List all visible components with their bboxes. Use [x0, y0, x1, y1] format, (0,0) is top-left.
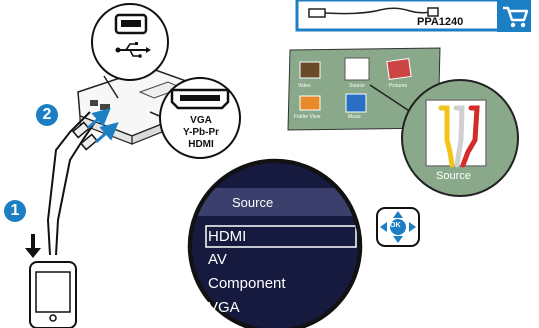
smartphone-icon — [29, 261, 77, 328]
connector-label-vga: VGA — [190, 115, 212, 126]
source-menu-item-vga[interactable]: VGA — [208, 299, 240, 316]
pictures-app-icon — [386, 57, 412, 81]
video-connector-bubble — [149, 77, 241, 159]
accessory-code: PPA1240 — [417, 16, 464, 28]
source-menu-title: Source — [232, 195, 274, 210]
usb-icon — [114, 13, 151, 58]
source-zoom-label: Source — [436, 170, 471, 182]
step-1-badge: 1 — [4, 200, 26, 222]
home-label-video: Video — [298, 83, 311, 89]
video-app-icon — [299, 61, 321, 79]
home-label-source: Source — [349, 83, 365, 89]
source-menu-item-component[interactable]: Component — [208, 275, 286, 292]
home-label-pictures: Pictures — [389, 83, 408, 89]
connector-label-ypbpr: Y-Pb-Pr — [182, 127, 220, 138]
connector-label-hdmi: HDMI — [188, 139, 214, 150]
source-menu-zoom — [187, 158, 363, 328]
down-arrow-icon — [25, 234, 41, 258]
step-2-badge: 2 — [36, 104, 58, 126]
hdmi-port-icon — [170, 88, 230, 110]
source-zoom-bubble — [401, 79, 519, 197]
source-menu-item-av[interactable]: AV — [208, 251, 227, 268]
music-app-icon — [345, 93, 367, 113]
usb-port-bubble — [91, 3, 169, 99]
folder-app-icon — [299, 95, 321, 111]
cart-icon — [497, 0, 531, 32]
ok-label: OK — [390, 222, 401, 229]
source-menu-item-hdmi[interactable]: HDMI — [208, 228, 247, 245]
home-label-folder-view: Folder View — [294, 114, 321, 120]
source-app-icon — [344, 57, 370, 81]
home-label-music: Music — [348, 114, 362, 120]
accessory-box — [295, 0, 525, 32]
cables — [46, 108, 119, 256]
projector-home-screen — [287, 47, 441, 131]
ok-nav-icon — [376, 207, 420, 247]
